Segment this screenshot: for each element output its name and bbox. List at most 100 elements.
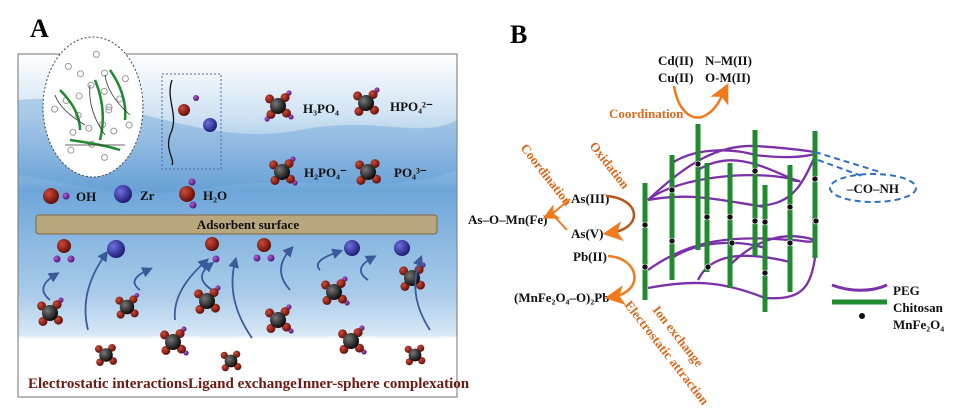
pore [67,146,75,154]
mechanism-inner-sphere: Inner-sphere complexation [297,376,470,392]
legend-chitosan-label: Chitosan [893,300,944,315]
mnfe2o4-particle [751,217,759,225]
zr-atom [203,118,217,132]
amide-group-ellipse [829,173,917,203]
coordination-as-label: Coordination [518,141,576,209]
phosphorus-atom [270,98,286,114]
coordination-arrow-top [672,83,729,119]
mnfe2o4-particle [811,175,819,183]
zr-atom [344,240,360,256]
pb-label: Pb(II) [573,249,607,264]
oxygen-atom [179,186,195,202]
oxygen-atom [205,237,219,251]
zr-atom [107,240,125,258]
phosphorus-atom [270,312,286,328]
mnfe2o4-particle [751,167,759,175]
phosphate-molecule [321,276,350,306]
pore [105,106,113,114]
phosphate-molecule [95,344,117,366]
hydrogen-atom [212,255,220,263]
mnfe2o4-particle [694,160,702,168]
pore [87,81,95,89]
pore [51,105,59,113]
cd-label: Cd(II) [658,53,693,68]
peg-chain [647,144,816,201]
hpo4-label: HPO₄²⁻ [390,99,433,114]
hydrogen-atom [188,178,196,186]
phosphorus-atom [274,164,290,180]
curved-arrow [316,248,344,271]
mnfe2o4-particle [786,203,794,211]
legend-mnfe2o4-label: MnFe₂O₄ [893,317,944,332]
panel-a-label: A [30,14,49,43]
phosphate-molecule [355,159,381,185]
oxygen-atom [43,188,59,204]
o-m-label: O-M(II) [705,70,751,85]
as5-label: As(V) [571,226,604,241]
inset-polymer-network [51,50,133,161]
phosphate-molecule [160,326,189,356]
h2o-label: H₂O [203,188,227,203]
pore [85,124,93,132]
curved-arrow [280,245,294,291]
molecules [37,87,426,372]
polymer-chain [167,79,175,166]
phosphate-molecule [265,304,294,334]
hydrogen-atom [67,255,75,263]
phosphorus-atom [224,354,238,368]
curved-arrow [201,261,215,291]
legend-mnfe2o4-swatch [859,313,865,319]
pb-product-label: (MnFe₂O₄–O)₂Pb [514,290,609,305]
curved-arrow [84,250,109,331]
mnfe2o4-particle [786,239,794,247]
po4-label: PO₄³⁻ [394,165,427,180]
peg-chain [647,174,796,201]
pore [100,87,108,95]
hydrogen-atom [193,95,199,101]
mnfe2o4-particle [761,218,769,226]
mechanism-ligand-exchange: Ligand exchange [188,376,297,392]
phosphorus-atom [199,293,215,309]
phosphate-molecule [353,87,380,116]
zr-atom [394,240,410,256]
n-m-label: N–M(II) [705,53,752,68]
panel-b-label: B [510,20,527,49]
pore [76,70,84,78]
pore [110,127,118,135]
adsorbent-surface-label: Adsorbent surface [197,217,299,232]
pore [125,121,133,129]
zr-atom [114,185,132,203]
curved-arrow [42,272,60,301]
group-pointer [814,151,881,177]
phosphorus-atom [404,270,420,286]
cu-label: Cu(II) [658,70,693,85]
pore [92,50,100,58]
phosphorus-atom [99,348,113,362]
phosphate-molecule [264,90,294,122]
phosphorus-atom [358,95,374,111]
curved-arrow [360,255,377,281]
mnfe2o4-particle [726,213,734,221]
pore [64,62,72,70]
peg-chain [729,235,816,266]
phosphorus-atom [119,299,135,315]
h3po4-label: H₃PO₄ [303,101,339,116]
oxidation-label: Oxidation [587,139,634,193]
phosphorus-atom [326,284,342,300]
chitosan-chain [59,89,82,131]
panel-b: B Cd(II) Cu(II) N–M(II) O-M(II) Coordina… [468,20,944,408]
phosphate-molecule [115,292,140,319]
arrowhead [542,204,561,219]
as3-label: As(III) [571,191,609,206]
mnfe2o4-particle [703,213,711,221]
pore [105,103,113,111]
mnfe2o4-particle [668,237,676,245]
curved-arrow [228,256,253,339]
mnfe2o4-particle [641,221,649,229]
panel-a: A H₃PO₄ HPO₄²⁻ H₂PO₄⁻ PO₄³⁻ OH Zr H₂O Ad… [17,14,470,398]
phosphate-molecule [269,156,298,186]
h2po4-label: H₂PO₄⁻ [304,165,347,180]
phosphorus-atom [165,334,181,350]
polymer-chain [104,74,131,116]
